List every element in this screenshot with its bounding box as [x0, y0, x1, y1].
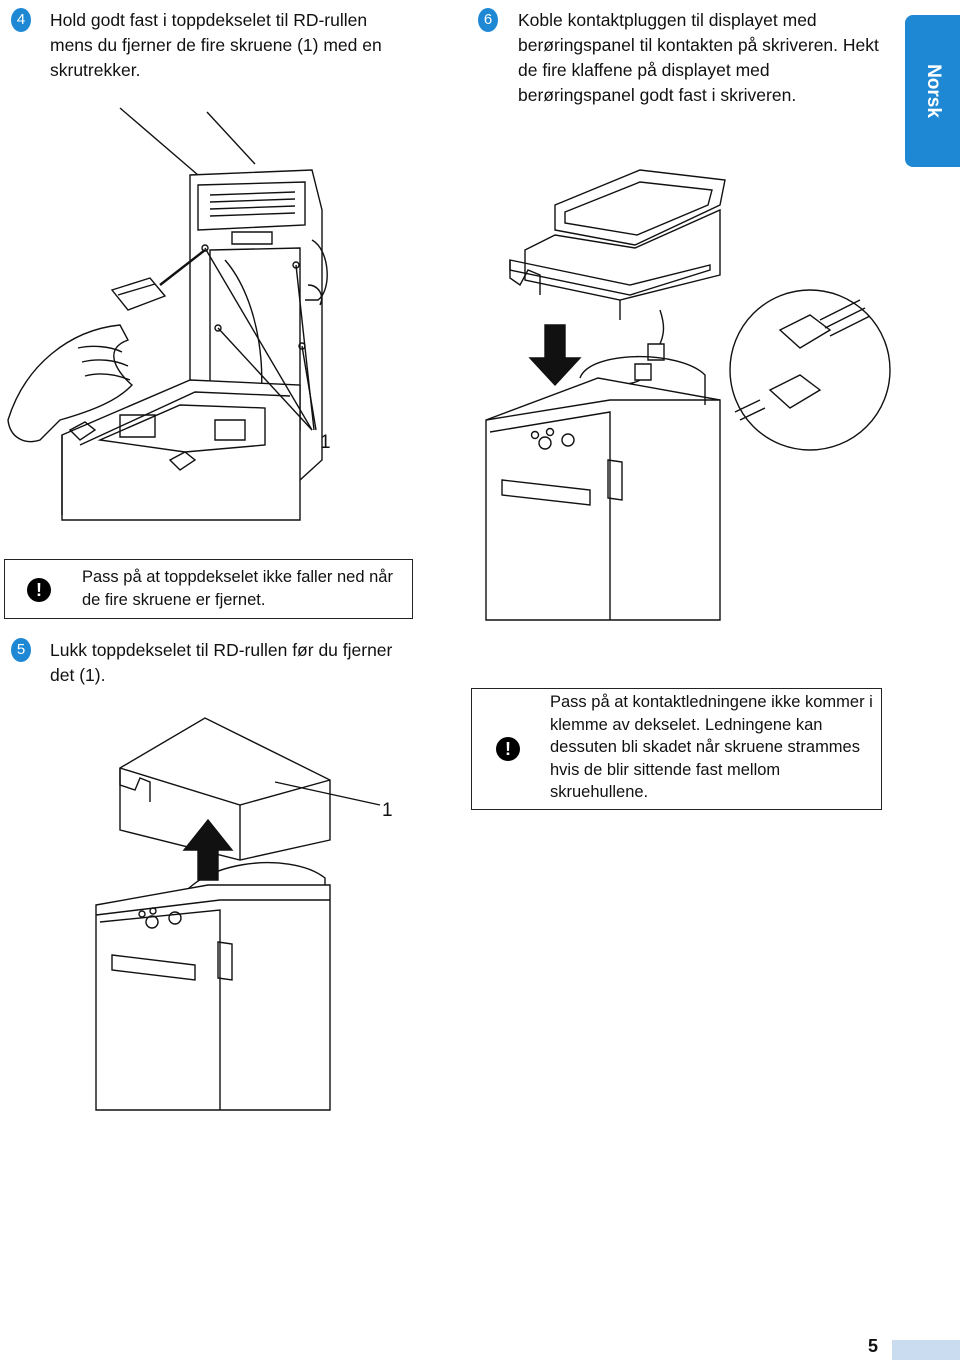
step-4-badge: 4	[11, 8, 31, 32]
touch-panel-attach-illustration	[480, 160, 900, 620]
warning-icon: !	[27, 578, 51, 602]
screw-removal-illustration	[0, 100, 440, 520]
screws-callout-label: 1	[320, 432, 331, 453]
warning-icon: !	[496, 737, 520, 761]
step-4-text: Hold godt fast i toppdekselet til RD-rul…	[50, 10, 382, 80]
warning-note-cover-text: Pass på at toppdekselet ikke faller ned …	[82, 568, 393, 609]
page-number: 5	[868, 1336, 879, 1356]
step-5-badge: 5	[11, 638, 31, 662]
step-6-badge: 6	[478, 8, 498, 32]
cover-removal-illustration	[90, 710, 410, 1120]
cover-callout-label: 1	[382, 800, 393, 821]
step-6-text: Koble kontaktpluggen til displayet med b…	[518, 10, 879, 105]
warning-note-cables-text: Pass på at kontaktledningene ikke kommer…	[550, 693, 873, 801]
step-5-text: Lukk toppdekselet til RD-rullen før du f…	[50, 640, 393, 685]
page-footer-bar	[892, 1340, 960, 1360]
language-tab-label: Norsk	[922, 64, 944, 118]
warning-note-cables: ! Pass på at kontaktledningene ikke komm…	[471, 688, 882, 810]
language-tab: Norsk	[905, 15, 960, 167]
warning-note-cover: ! Pass på at toppdekselet ikke faller ne…	[4, 559, 413, 619]
